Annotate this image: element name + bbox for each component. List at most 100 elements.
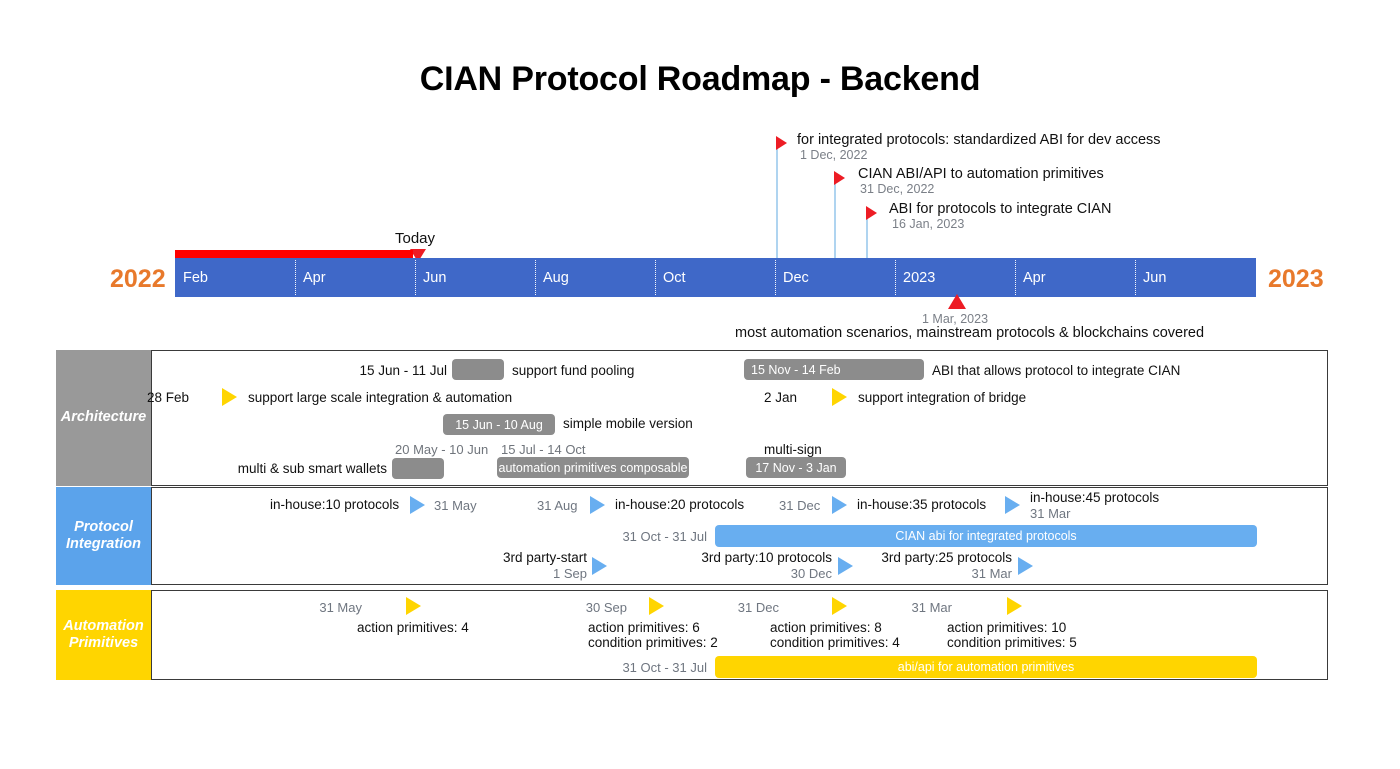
task-bar[interactable]: abi/api for automation primitives: [715, 656, 1257, 678]
month-divider: [415, 260, 416, 295]
milestone-date: 16 Jan, 2023: [892, 217, 965, 231]
task-label-line1: action primitives: 10: [947, 620, 1067, 635]
month-divider: [1135, 260, 1136, 295]
month-divider: [655, 260, 656, 295]
task-milestone-icon[interactable]: [649, 597, 664, 615]
task-bar[interactable]: [452, 359, 504, 380]
task-label: in-house:20 protocols: [615, 497, 745, 512]
task-label: simple mobile version: [563, 416, 693, 431]
task-date: 15 Jun - 11 Jul: [359, 363, 447, 378]
milestone-marker-icon: [834, 171, 845, 185]
task-bar[interactable]: [392, 458, 444, 479]
timeline-end-year: 2023: [1268, 265, 1324, 293]
task-date: 31 Dec: [779, 498, 821, 513]
today-label: Today: [395, 230, 436, 247]
task-label: in-house:45 protocols: [1030, 490, 1160, 505]
task-bar-label: automation primitives composable: [498, 460, 688, 475]
milestone-marker-icon: [776, 136, 787, 150]
milestone-title: ABI for protocols to integrate CIAN: [889, 201, 1112, 217]
task-milestone-icon[interactable]: [1005, 496, 1020, 514]
task-label-line2: condition primitives: 4: [770, 635, 900, 650]
task-date: 30 Dec: [790, 566, 832, 581]
task-date: 31 Mar: [971, 566, 1012, 581]
task-bar[interactable]: automation primitives composable: [497, 457, 689, 478]
task-milestone-icon[interactable]: [1007, 597, 1022, 615]
month-divider: [295, 260, 296, 295]
task-date: 20 May - 10 Jun: [395, 442, 489, 457]
task-bar[interactable]: 17 Nov - 3 Jan: [746, 457, 846, 478]
bottom-milestone-marker-icon: [948, 294, 966, 309]
task-date: 31 Mar: [1030, 506, 1071, 521]
task-milestone-icon[interactable]: [590, 496, 605, 514]
task-date: 31 Mar: [911, 600, 952, 615]
task-label: support fund pooling: [512, 363, 635, 378]
timeline-month-jun2: Jun: [1143, 269, 1167, 286]
task-bar-label: abi/api for automation primitives: [897, 660, 1075, 674]
task-bar[interactable]: 15 Jun - 10 Aug: [443, 414, 555, 435]
timeline-month-aug: Aug: [543, 269, 569, 286]
task-date: 2 Jan: [763, 390, 797, 405]
task-milestone-icon[interactable]: [406, 597, 421, 615]
timeline-month-apr: Apr: [303, 269, 326, 286]
task-date: 30 Sep: [585, 600, 627, 615]
milestone-date: 1 Dec, 2022: [800, 148, 868, 162]
task-bar-label: CIAN abi for integrated protocols: [895, 529, 1077, 543]
task-milestone-icon[interactable]: [838, 557, 853, 575]
milestone-date: 31 Dec, 2022: [860, 182, 935, 196]
task-date: 1 Sep: [553, 566, 587, 581]
task-milestone-icon[interactable]: [222, 388, 237, 406]
timeline-month-feb: Feb: [183, 269, 208, 286]
task-label: support integration of bridge: [858, 390, 1027, 405]
lane-label-automation-primitives[interactable]: Automation Primitives: [56, 590, 151, 680]
lane-label-text-line2: Integration: [66, 536, 141, 552]
timeline-month-oct: Oct: [663, 269, 686, 286]
task-milestone-icon[interactable]: [592, 557, 607, 575]
task-bar-label: 15 Nov - 14 Feb: [751, 362, 841, 377]
timeline-month-dec: Dec: [783, 269, 809, 286]
timeline-month-apr2: Apr: [1023, 269, 1046, 286]
task-bar[interactable]: CIAN abi for integrated protocols: [715, 525, 1257, 547]
task-bar-label: 17 Nov - 3 Jan: [755, 460, 837, 475]
task-bar[interactable]: 15 Nov - 14 Feb: [744, 359, 924, 380]
milestone-title: CIAN ABI/API to automation primitives: [858, 166, 1104, 182]
lane-body-architecture: 15 Jun - 11 Jul support fund pooling 28 …: [147, 350, 1328, 486]
lane-label-text-line1: Protocol: [74, 518, 133, 535]
timeline-start-year: 2022: [110, 265, 166, 293]
task-label: 3rd party-start: [502, 550, 587, 565]
bottom-milestone-date: 1 Mar, 2023: [922, 312, 989, 326]
task-label-line1: action primitives: 8: [770, 620, 882, 635]
task-label-line2: condition primitives: 5: [947, 635, 1077, 650]
task-milestone-icon[interactable]: [1018, 557, 1033, 575]
task-label: ABI that allows protocol to integrate CI…: [932, 363, 1181, 378]
milestone-connector-3: [866, 210, 868, 258]
lane-label-text-line1: Automation: [63, 617, 144, 634]
lane-label-protocol-integration[interactable]: Protocol Integration: [56, 487, 151, 585]
task-date: 31 Oct - 31 Jul: [622, 660, 707, 675]
lane-label-architecture[interactable]: Architecture: [56, 350, 151, 486]
task-label: multi-sign: [764, 442, 822, 457]
timeline-bar[interactable]: Feb Apr Jun Aug Oct Dec 2023 Apr Jun: [175, 258, 1256, 297]
task-milestone-icon[interactable]: [832, 388, 847, 406]
milestone-title: for integrated protocols: standardized A…: [797, 132, 1161, 148]
page-title: CIAN Protocol Roadmap - Backend: [419, 60, 981, 98]
milestone-marker-icon: [866, 206, 877, 220]
task-label: 3rd party:25 protocols: [881, 550, 1012, 565]
task-milestone-icon[interactable]: [410, 496, 425, 514]
month-divider: [895, 260, 896, 295]
task-label-line1: action primitives: 6: [588, 620, 700, 635]
task-milestone-icon[interactable]: [832, 597, 847, 615]
bottom-milestone-text: most automation scenarios, mainstream pr…: [735, 325, 1205, 341]
milestone-connector-2: [834, 176, 836, 258]
timeline-progress-bar: [175, 250, 413, 259]
task-date: 31 Aug: [537, 498, 578, 513]
task-label: support large scale integration & automa…: [248, 390, 513, 405]
task-date: 15 Jul - 14 Oct: [501, 442, 586, 457]
task-date: 31 May: [319, 600, 362, 615]
task-date: 31 Oct - 31 Jul: [622, 529, 707, 544]
milestone-connector-1: [776, 140, 778, 258]
month-divider: [535, 260, 536, 295]
task-milestone-icon[interactable]: [832, 496, 847, 514]
lane-label-text: Architecture: [60, 409, 147, 426]
lane-label-text-line2: Primitives: [68, 635, 139, 651]
